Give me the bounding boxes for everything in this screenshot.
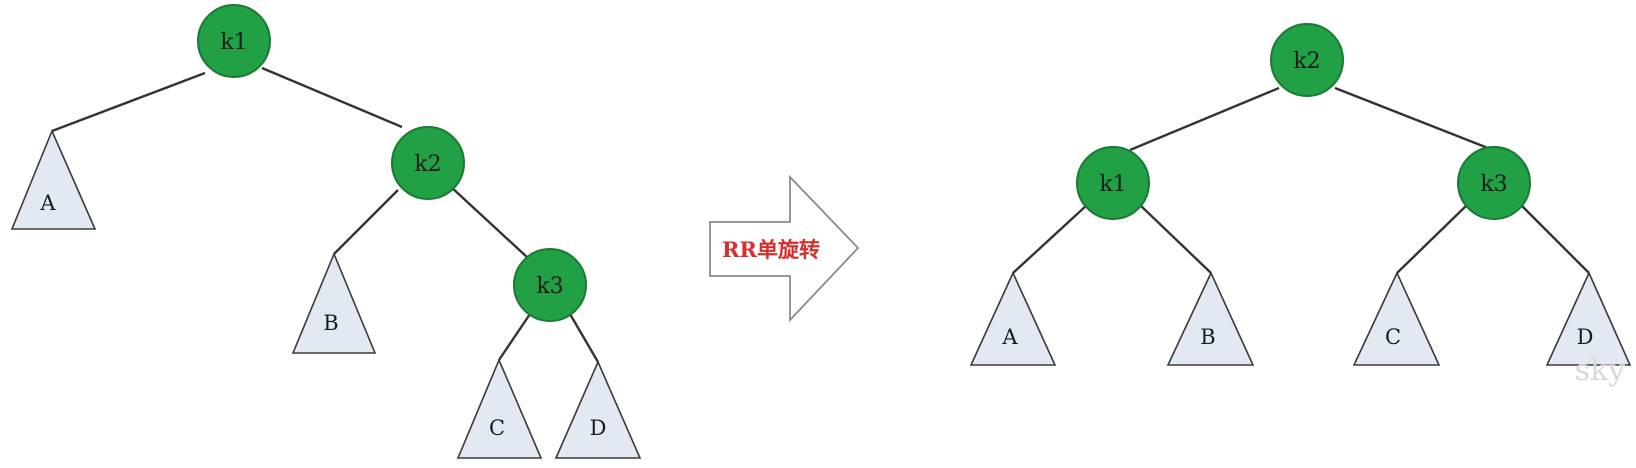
after-subtree-C-label: C [1385, 325, 1401, 349]
before-subtree-B: B [291, 251, 377, 354]
edge-k3-C [498, 313, 531, 361]
before-node-k3: k3 [513, 248, 587, 322]
edge-k2-k3 [1334, 86, 1494, 152]
before-subtree-D: D [554, 360, 642, 459]
after-node-k3-label: k3 [1480, 172, 1507, 197]
rotation-arrow: RR单旋转 [709, 174, 860, 323]
after-subtree-A: A [969, 271, 1057, 366]
edge-k3-C [1396, 204, 1468, 274]
edge-k1-B [1139, 204, 1212, 274]
after-node-k1: k1 [1076, 146, 1150, 220]
rotation-arrow-label: RR单旋转 [722, 237, 820, 262]
edge-k2-k3 [449, 185, 529, 259]
after-tree: A B C D k2 k1 k3 [969, 23, 1632, 366]
edge-k2-k1 [1129, 86, 1280, 152]
before-subtree-C-label: C [489, 416, 505, 440]
after-node-k2-label: k2 [1293, 49, 1320, 74]
before-node-k2-label: k2 [414, 152, 441, 177]
after-node-k3: k3 [1457, 146, 1531, 220]
after-subtree-D: D [1545, 271, 1632, 366]
edge-k3-D [1520, 204, 1590, 274]
after-subtree-A-label: A [1001, 325, 1018, 349]
rotation-arrow-shape [709, 174, 860, 323]
after-subtree-C: C [1352, 271, 1441, 366]
after-subtree-D-label: D [1577, 325, 1594, 349]
after-node-k1-label: k1 [1099, 172, 1126, 197]
edge-k1-A [51, 71, 206, 133]
after-subtree-B-label: B [1200, 325, 1215, 349]
edge-k1-A [1012, 204, 1088, 274]
before-node-k1: k1 [197, 4, 271, 78]
before-subtree-A: A [10, 128, 97, 230]
before-node-k1-label: k1 [220, 30, 247, 55]
before-subtree-B-label: B [323, 311, 338, 335]
before-node-k3-label: k3 [536, 274, 563, 299]
edge-k3-D [568, 313, 600, 363]
after-subtree-B: B [1166, 271, 1255, 366]
after-node-k2: k2 [1270, 23, 1344, 97]
before-node-k2: k2 [391, 126, 465, 200]
before-subtree-C: C [456, 357, 543, 459]
watermark-text: sky [1575, 353, 1626, 388]
edge-k1-k2 [261, 66, 403, 129]
edge-k2-B [333, 189, 399, 255]
before-subtree-D-label: D [590, 416, 607, 440]
before-subtree-A-label: A [39, 191, 56, 215]
before-tree: A B C D k1 k2 k3 [10, 4, 642, 459]
